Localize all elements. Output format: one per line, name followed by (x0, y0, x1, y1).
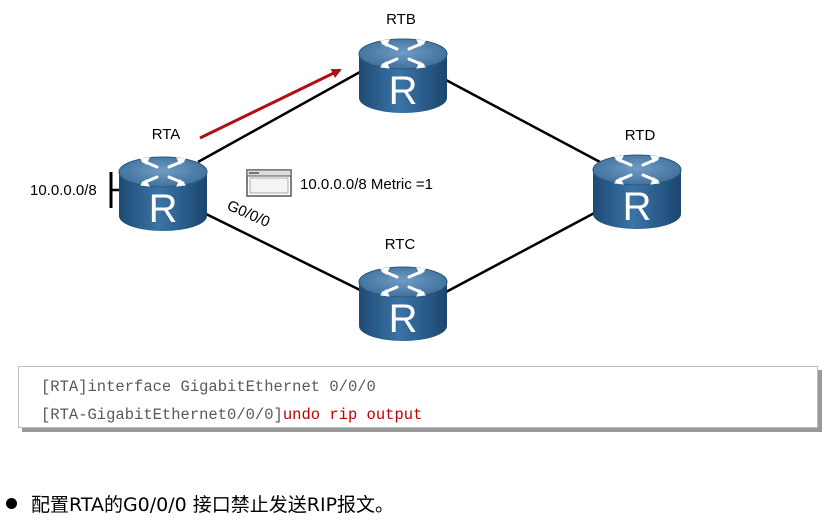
packet-icon (246, 169, 292, 197)
router-rta[interactable]: R (117, 155, 209, 233)
router-rta-glyph: R (149, 187, 178, 231)
router-rtd[interactable]: R (591, 153, 683, 231)
link-rta-rtc (197, 208, 361, 292)
cli-line-2-command: undo rip output (282, 406, 423, 424)
router-rtb[interactable]: R (357, 37, 449, 115)
link-rta-rtb (197, 70, 361, 164)
network-diagram: 10.0.0.0/8 R R R R RTA RTB RTC RTD G0/0/… (30, 11, 683, 343)
bullet-dot (6, 497, 17, 509)
cli-line-1: [RTA]interface GigabitEthernet 0/0/0 (41, 378, 376, 396)
bullet-text: 配置RTA的G0/0/0 接口禁止发送RIP报文。 (31, 493, 395, 516)
network-label: 10.0.0.0/8 (30, 182, 97, 199)
cli-box: [RTA]interface GigabitEthernet 0/0/0 [RT… (18, 366, 818, 428)
router-rtb-label: RTB (386, 11, 416, 28)
router-rtd-glyph: R (623, 185, 652, 229)
router-rtc-label: RTC (385, 236, 416, 253)
router-rtc-glyph: R (389, 297, 418, 341)
router-rtd-label: RTD (625, 127, 656, 144)
cli-line-2-prompt: [RTA-GigabitEthernet0/0/0] (41, 406, 283, 424)
cli-line-2: [RTA-GigabitEthernet0/0/0]undo rip outpu… (41, 401, 817, 429)
bullet-row: 配置RTA的G0/0/0 接口禁止发送RIP报文。 (6, 488, 394, 518)
link-rtc-rtd (445, 208, 601, 294)
link-rtb-rtd (445, 78, 601, 164)
router-rtc[interactable]: R (357, 265, 449, 343)
update-label: 10.0.0.0/8 Metric =1 (300, 176, 433, 193)
update-arrow (199, 68, 342, 140)
router-rta-label: RTA (152, 126, 181, 143)
router-rtb-glyph: R (389, 69, 418, 113)
